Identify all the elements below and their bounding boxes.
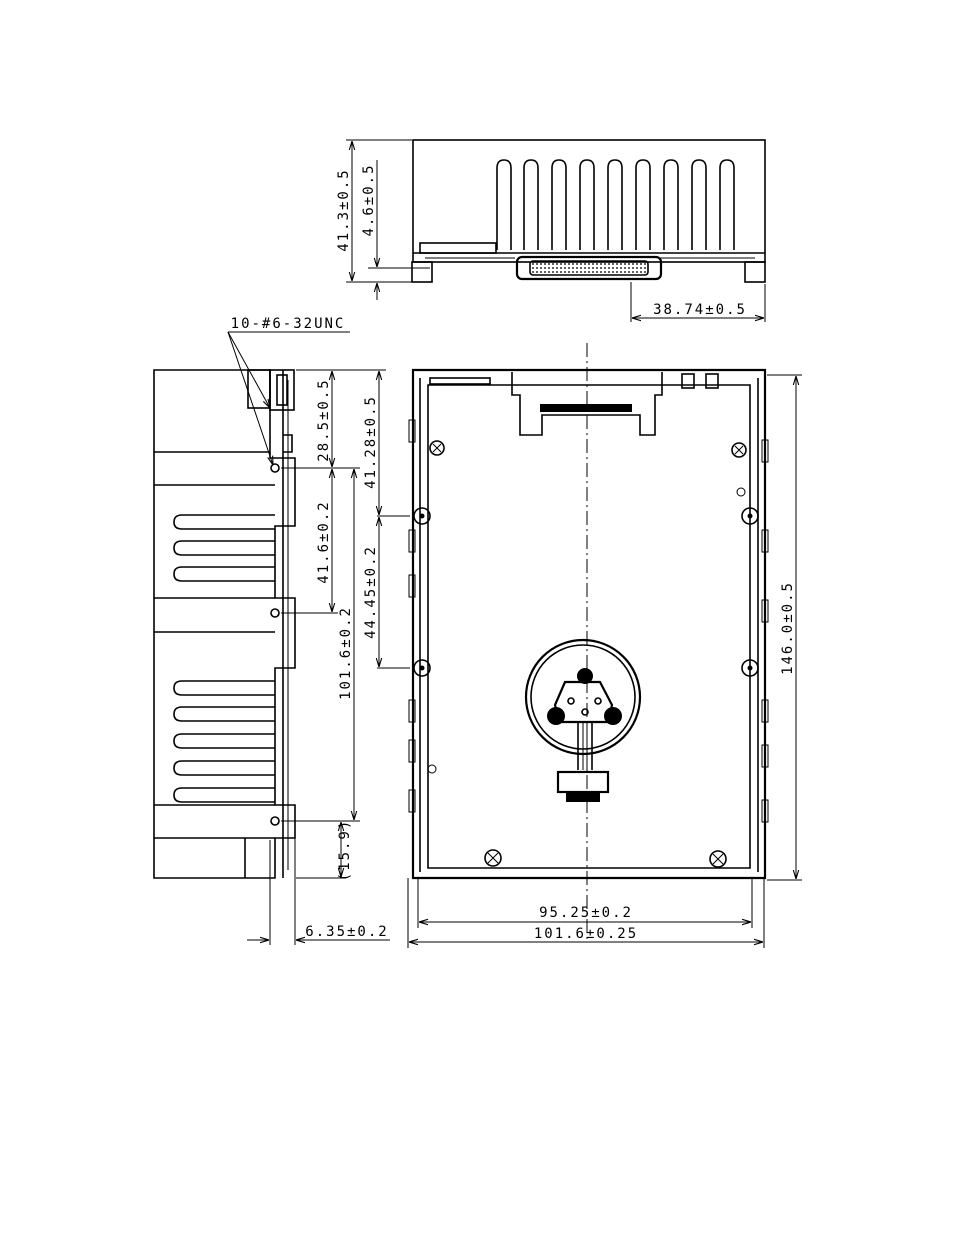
top-view-connector <box>515 255 663 281</box>
dim-side-hole-span: 101.6±0.2 <box>338 606 354 700</box>
dim-length-total: 146.0±0.5 <box>780 581 796 675</box>
dim-side-hole-spacing: 41.6±0.2 <box>316 500 332 583</box>
dim-side-bottom-ref: (15.9) <box>337 819 353 882</box>
dim-bottom-top-to-hole: 41.28±0.5 <box>363 395 379 489</box>
bottom-view: 41.28±0.5 44.45±0.2 146.0±0.5 95.25±0.2 … <box>363 343 802 948</box>
dim-connector-offset: 38.74±0.5 <box>653 302 747 318</box>
side-view-fins <box>173 514 275 803</box>
dim-width-holes: 95.25±0.2 <box>539 905 633 921</box>
top-view: 41.3±0.5 4.6±0.5 38.74±0.5 <box>336 139 766 322</box>
spindle-motor <box>524 638 642 802</box>
dim-height-connector: 4.6±0.5 <box>361 163 377 236</box>
screw-callout: 10-#6-32UNC <box>231 316 346 332</box>
bottom-view-rail-slots <box>408 419 769 823</box>
bottom-view-mount-holes <box>413 487 759 774</box>
dim-width-total: 101.6±0.25 <box>534 926 638 942</box>
dim-side-top-to-hole: 28.5±0.5 <box>316 378 332 461</box>
bottom-view-screws <box>429 440 747 868</box>
top-view-fins <box>496 159 735 250</box>
side-view: 10-#6-32UNC 28.5±0.5 41.6±0.2 101.6±0.2 … <box>153 316 390 945</box>
dim-base-offset: 6.35±0.2 <box>305 924 388 940</box>
dim-height-total: 41.3±0.5 <box>336 168 352 251</box>
dim-bottom-hole-spacing: 44.45±0.2 <box>363 545 379 639</box>
